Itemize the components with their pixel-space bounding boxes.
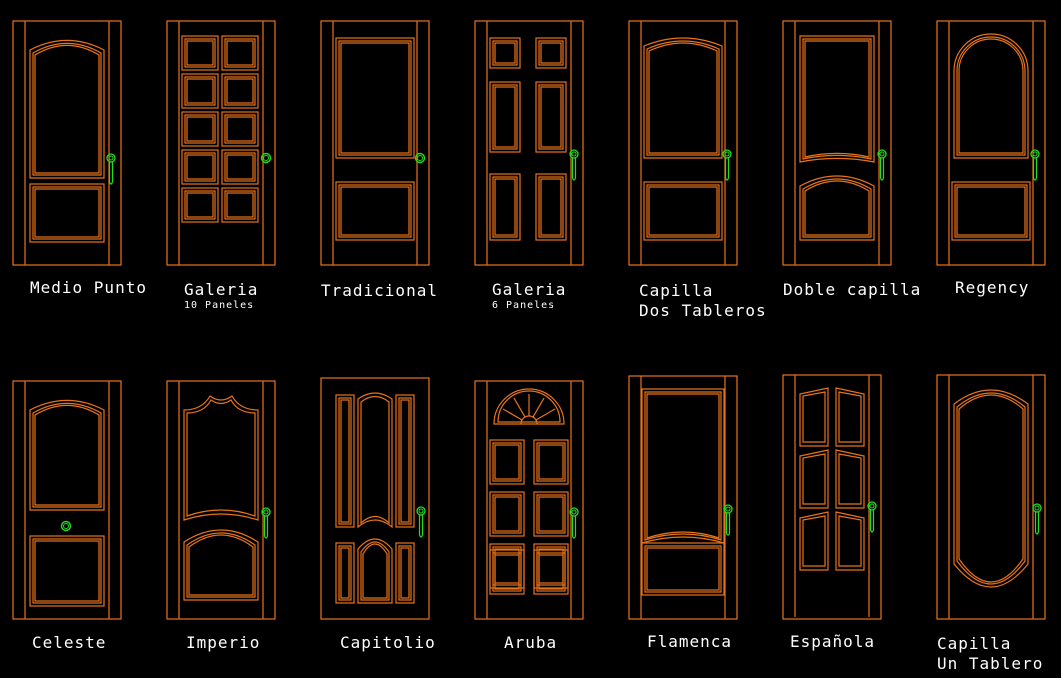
door-galeria-6 (474, 20, 584, 266)
label-imperio: Imperio (186, 633, 261, 652)
door-celeste (12, 380, 122, 620)
label-galeria-6: Galeria (492, 280, 567, 299)
door-aruba (474, 380, 584, 620)
door-capitolio (320, 377, 430, 620)
label-doble-capilla: Doble capilla (783, 280, 922, 299)
door-regency (936, 20, 1046, 266)
label-capilla-dos-2: Dos Tableros (639, 301, 767, 320)
sublabel-galeria-10: 10 Paneles (184, 300, 255, 311)
label-capitolio: Capitolio (340, 633, 436, 652)
door-galeria-10 (166, 20, 276, 266)
label-capilla-dos-1: Capilla (639, 281, 714, 300)
label-medio-punto: Medio Punto (30, 278, 147, 297)
label-galeria-10: Galeria (184, 280, 259, 299)
label-espanola: Española (790, 632, 876, 651)
door-imperio (166, 380, 276, 620)
label-flamenca: Flamenca (647, 632, 733, 651)
door-flamenca (628, 375, 738, 620)
label-celeste: Celeste (32, 633, 107, 652)
label-aruba: Aruba (504, 633, 558, 652)
label-regency: Regency (955, 278, 1030, 297)
sublabel-galeria-6: 6 Paneles (492, 300, 556, 311)
label-tradicional: Tradicional (321, 281, 438, 300)
door-capilla-un (936, 374, 1046, 620)
door-capilla-dos (628, 20, 738, 266)
label-capilla-un-1: Capilla (937, 634, 1012, 653)
door-doble-capilla (782, 20, 892, 266)
door-tradicional (320, 20, 430, 266)
door-espanola (782, 374, 882, 620)
label-capilla-un-2: Un Tablero (937, 654, 1044, 673)
door-medio-punto (12, 20, 122, 266)
